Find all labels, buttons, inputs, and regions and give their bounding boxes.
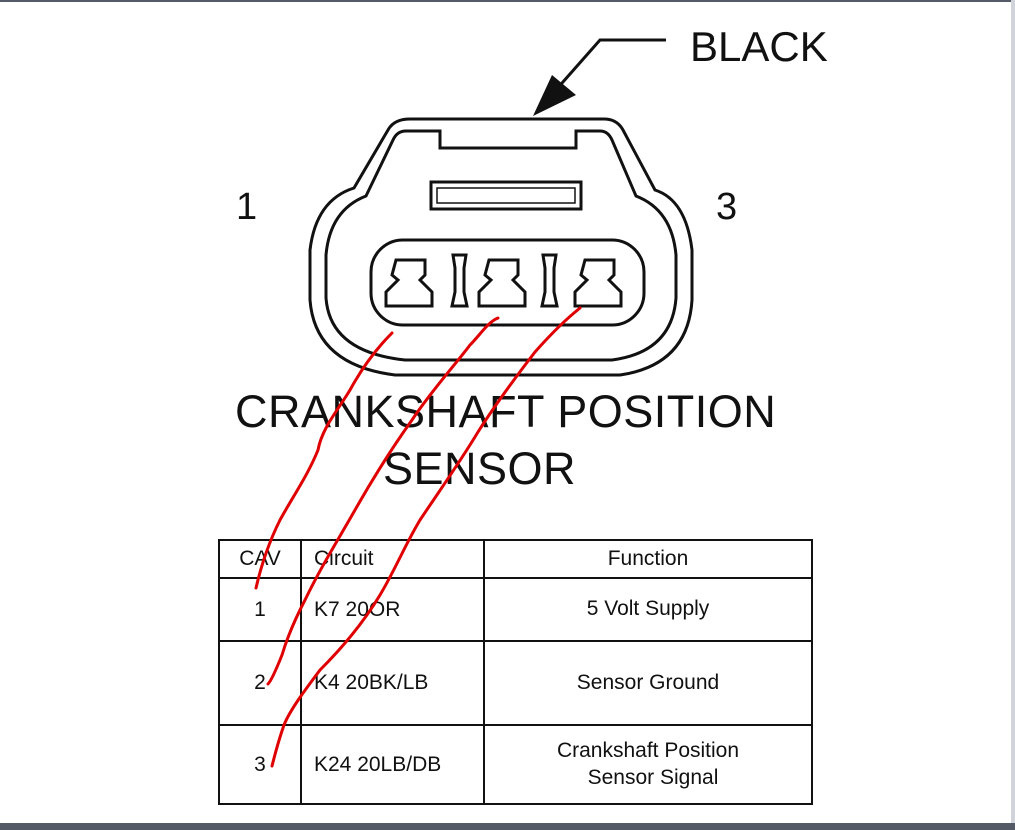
pinout-table: CAV Circuit Function 1 K7 20OR 5 Volt Su… [218, 539, 813, 805]
terminal-separator-2 [540, 253, 559, 308]
cav-cell: 3 [218, 724, 302, 805]
circuit-cell: K24 20LB/DB [300, 724, 485, 805]
function-text: Sensor Ground [576, 670, 720, 694]
terminal-cavity-frame [369, 238, 646, 327]
header-function: Function [483, 539, 813, 579]
connector-color-label: BLACK [690, 23, 828, 70]
connector-housing-outer [308, 117, 694, 377]
pinout-table-header: CAV Circuit Function [218, 539, 813, 579]
circuit-cell: K4 20BK/LB [300, 640, 485, 726]
terminal-cavity-2 [477, 258, 527, 308]
table-row: 2 K4 20BK/LB Sensor Ground [218, 640, 813, 726]
terminal-separator-1 [450, 253, 469, 308]
function-cell: 5 Volt Supply [483, 577, 813, 642]
terminal-cavity-1 [384, 258, 434, 308]
bottom-frame-edge [0, 823, 1015, 830]
cavity-1-label: 1 [236, 186, 258, 228]
color-leader-arrowhead [533, 75, 576, 116]
cavity-3-label: 3 [716, 186, 738, 228]
connector-lock-tab [429, 180, 583, 211]
cav-cell: 2 [218, 640, 302, 726]
cav-cell: 1 [218, 577, 302, 642]
function-text-line1: Crankshaft Position [556, 738, 740, 762]
table-row: 1 K7 20OR 5 Volt Supply [218, 577, 813, 642]
right-frame-edge [1011, 0, 1015, 830]
diagram-title-line2: SENSOR [383, 443, 577, 494]
table-row: 3 K24 20LB/DB Crankshaft Position Sensor… [218, 724, 813, 805]
function-text: 5 Volt Supply [586, 597, 710, 621]
connector-housing-inner [324, 129, 678, 362]
function-text-line2: Sensor Signal [587, 765, 719, 789]
diagram-title-line1: CRANKSHAFT POSITION [235, 386, 777, 437]
circuit-cell: K7 20OR [300, 577, 485, 642]
function-cell: Sensor Ground [483, 640, 813, 726]
top-frame-edge [0, 0, 1015, 2]
header-circuit: Circuit [300, 539, 485, 579]
terminal-cavity-3 [573, 258, 623, 308]
header-cav: CAV [218, 539, 302, 579]
function-cell: Crankshaft Position Sensor Signal [483, 724, 813, 805]
